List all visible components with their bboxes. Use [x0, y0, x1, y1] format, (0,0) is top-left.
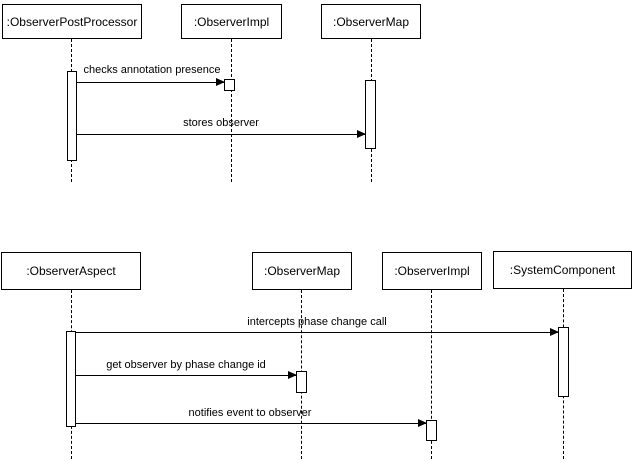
lifeline-observerimpl-bottom — [431, 290, 432, 459]
activation-observerimpl-top — [224, 79, 235, 91]
message-arrow-stores-observer — [77, 130, 366, 138]
message-label: get observer by phase change id — [106, 359, 266, 371]
lifeline-head-observermap-bottom: :ObserverMap — [252, 252, 352, 290]
lifeline-label: :ObserverMap — [263, 264, 341, 278]
lifeline-label: :ObserverImpl — [394, 264, 470, 278]
message-label: intercepts phase change call — [247, 316, 387, 328]
lifeline-head-systemcomponent: :SystemComponent — [493, 251, 632, 289]
message-arrowhead — [550, 328, 559, 336]
message-arrow-intercepts-phase-change-call — [76, 328, 559, 336]
activation-observermap-bottom — [296, 371, 307, 393]
activation-observermap-top — [365, 80, 376, 149]
lifeline-observerimpl-top — [231, 39, 232, 182]
message-label: notifies event to observer — [188, 407, 312, 419]
lifeline-label: :ObserverMap — [332, 14, 410, 29]
lifeline-head-observerimpl-top: :ObserverImpl — [181, 4, 282, 39]
message-label: stores observer — [183, 117, 259, 129]
lifeline-head-observerimpl-bottom: :ObserverImpl — [382, 252, 482, 290]
message-arrow-get-observer-by-phase-change-id — [76, 371, 297, 379]
activation-observerimpl-bottom — [426, 420, 437, 441]
message-label: checks annotation presence — [83, 64, 221, 76]
message-arrowhead — [216, 78, 225, 86]
lifeline-label: :ObserverPostProcessor — [6, 14, 138, 29]
message-arrow-notifies-event-to-observer — [76, 419, 427, 427]
lifeline-label: :ObserverImpl — [193, 14, 270, 29]
activation-systemcomponent — [558, 327, 569, 397]
lifeline-head-observerpostprocessor: :ObserverPostProcessor — [2, 4, 142, 39]
message-arrowhead — [418, 419, 427, 427]
lifeline-label: :SystemComponent — [509, 263, 616, 277]
message-arrowhead — [357, 130, 366, 138]
lifeline-head-observermap-top: :ObserverMap — [321, 4, 421, 39]
message-arrowhead — [288, 371, 297, 379]
activation-observerpostprocessor — [67, 71, 77, 161]
message-arrow-checks-annotation-presence — [77, 78, 225, 86]
lifeline-head-observeraspect: :ObserverAspect — [1, 252, 141, 290]
activation-observeraspect — [66, 331, 76, 427]
lifeline-label: :ObserverAspect — [26, 264, 116, 278]
